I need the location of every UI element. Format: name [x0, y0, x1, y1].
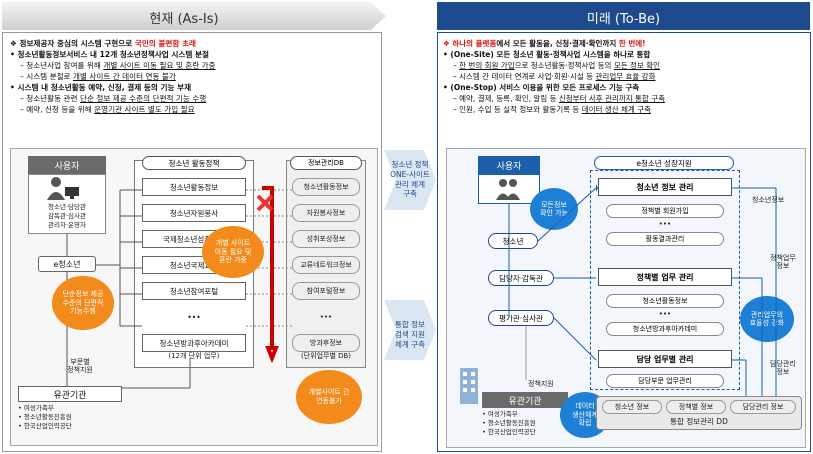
db-item: 자원봉사정보 [292, 204, 360, 222]
to-be-agency-header: 유관기관 [482, 392, 568, 408]
db-header: 정보관리DB [290, 156, 362, 170]
as-is-connectors [66, 186, 292, 389]
db-item: 성취포상정보 [292, 230, 360, 248]
youth-pill: 청소년 [488, 233, 538, 249]
policy-item: 청소년자원봉사 [142, 204, 246, 222]
burst-no-link: 개별사이트 간 연동불가 [296, 370, 362, 424]
person-icon [45, 176, 67, 200]
policy-item: 청소년활동정보 [142, 178, 246, 196]
info-sub-1: 정책별 회원가입 [606, 204, 724, 218]
policy-footer: (12개 단위 업무) [168, 352, 220, 360]
policy-header: 청소년 활동정책 [142, 156, 246, 170]
policy-item: 청소년방과후아카데미 [142, 334, 246, 352]
burst-site-confusion: 개별 사이트 이동 필요 및 혼란 가중 [202, 226, 264, 278]
middle-top-text: 청소년 정책 ONE-사이트 관리 체계 구축 [390, 160, 430, 199]
e-youth-box: e청소년 [38, 256, 96, 272]
evaluator-pill: 평가관·심사관 [488, 310, 554, 326]
policy-mgmt-box: 정책별 업무 관리 [598, 268, 732, 286]
info-mgmt-box: 청소년 정보 관리 [598, 178, 732, 196]
db-duty: 담당관리 정보 [730, 400, 796, 414]
burst-simple-info: 단순정보 제공 수준의 단편적 기능수행 [52, 276, 114, 330]
as-is-title: 현재 (As-Is) [149, 12, 219, 27]
db-item: 방과후정보 [292, 334, 360, 352]
agency-list: • 여성가족부 • 청소년활동진흥원 • 한국산업인력공단 [18, 404, 72, 430]
db-youth: 청소년 정보 [602, 400, 662, 414]
growth-header: e청소년 성장지원 [594, 156, 734, 170]
side-policy-label: 정책업무 정보 [770, 254, 796, 271]
circle-efficiency: 관리업무의 효율성 강화 [740, 296, 794, 342]
agency-header: 유관기관 [18, 386, 122, 402]
side-duty-label: 담당관리 정보 [770, 360, 796, 377]
to-be-title: 미래 (To-Be) [586, 12, 661, 27]
integrated-db-label: 통합 정보관리 DD [670, 417, 728, 426]
user-header: 사용자 [28, 156, 106, 174]
db-policy: 정책별 정보 [666, 400, 726, 414]
db-item: 청소년활동정보 [292, 178, 360, 196]
db-item: 교류네트워크정보 [292, 256, 360, 274]
policy-item: 청소년참여포털 [142, 282, 246, 300]
to-be-header: 미래 (To-Be) [437, 2, 810, 30]
info-sub-3: 활동결과관리 [606, 232, 724, 246]
building-icon [458, 366, 480, 404]
to-be-user-header: 사용자 [478, 156, 540, 174]
as-is-bullets: ❖ 정보제공자 중심의 시스템 구현으로 국민의 불편함 초래 • 청소년활동정… [10, 39, 216, 114]
to-be-agency-list: • 여성가족부 • 청소년활동진흥원 • 한국산업인력공단 [482, 410, 536, 436]
db-item: 참여포털정보 [292, 282, 360, 300]
dept-policy-label: 부문별 정책지원 [67, 358, 93, 375]
duty-sub: 담당부문 업무관리 [606, 374, 724, 388]
to-be-connectors [508, 184, 777, 400]
user-roles: 청소년·담당관 감독관·심사관 관리자·운영자 [48, 203, 86, 229]
to-be-bullets: ❖ 하나의 플랫폼에서 모든 활동을, 신청·결제·확인까지 한 번에! • (… [443, 39, 666, 114]
duty-mgmt-box: 담당 업무별 관리 [598, 350, 732, 368]
db-item: ••• [319, 313, 333, 321]
side-info-label: 청소년정보 [752, 196, 785, 204]
middle-arrows [384, 150, 436, 360]
as-is-header: 현재 (As-Is) [2, 2, 386, 30]
policy-support-label: 정책지원 [528, 380, 554, 388]
policy-sub-3: 청소년방과후아카데미 [606, 322, 724, 336]
monitor-icon [65, 184, 79, 199]
manager-pill: 담당자·감독관 [488, 270, 554, 286]
info-sub-2: ••• [658, 220, 672, 228]
middle-bottom-text: 통합 정보 검색 지원 체계 구축 [395, 320, 425, 349]
policy-item: ••• [187, 312, 201, 322]
user-box [28, 174, 106, 234]
circle-all-info: 모든정보 확인 가능 [530, 188, 578, 230]
growth-frame [590, 170, 740, 390]
db-footer: (단위업무별 DB) [300, 352, 352, 360]
policy-sub-1: 청소년활동정보 [606, 294, 724, 308]
to-be-pane [437, 32, 811, 452]
policy-sub-2: ••• [658, 310, 672, 318]
as-is-pane [2, 32, 382, 452]
people-icon [495, 176, 521, 202]
